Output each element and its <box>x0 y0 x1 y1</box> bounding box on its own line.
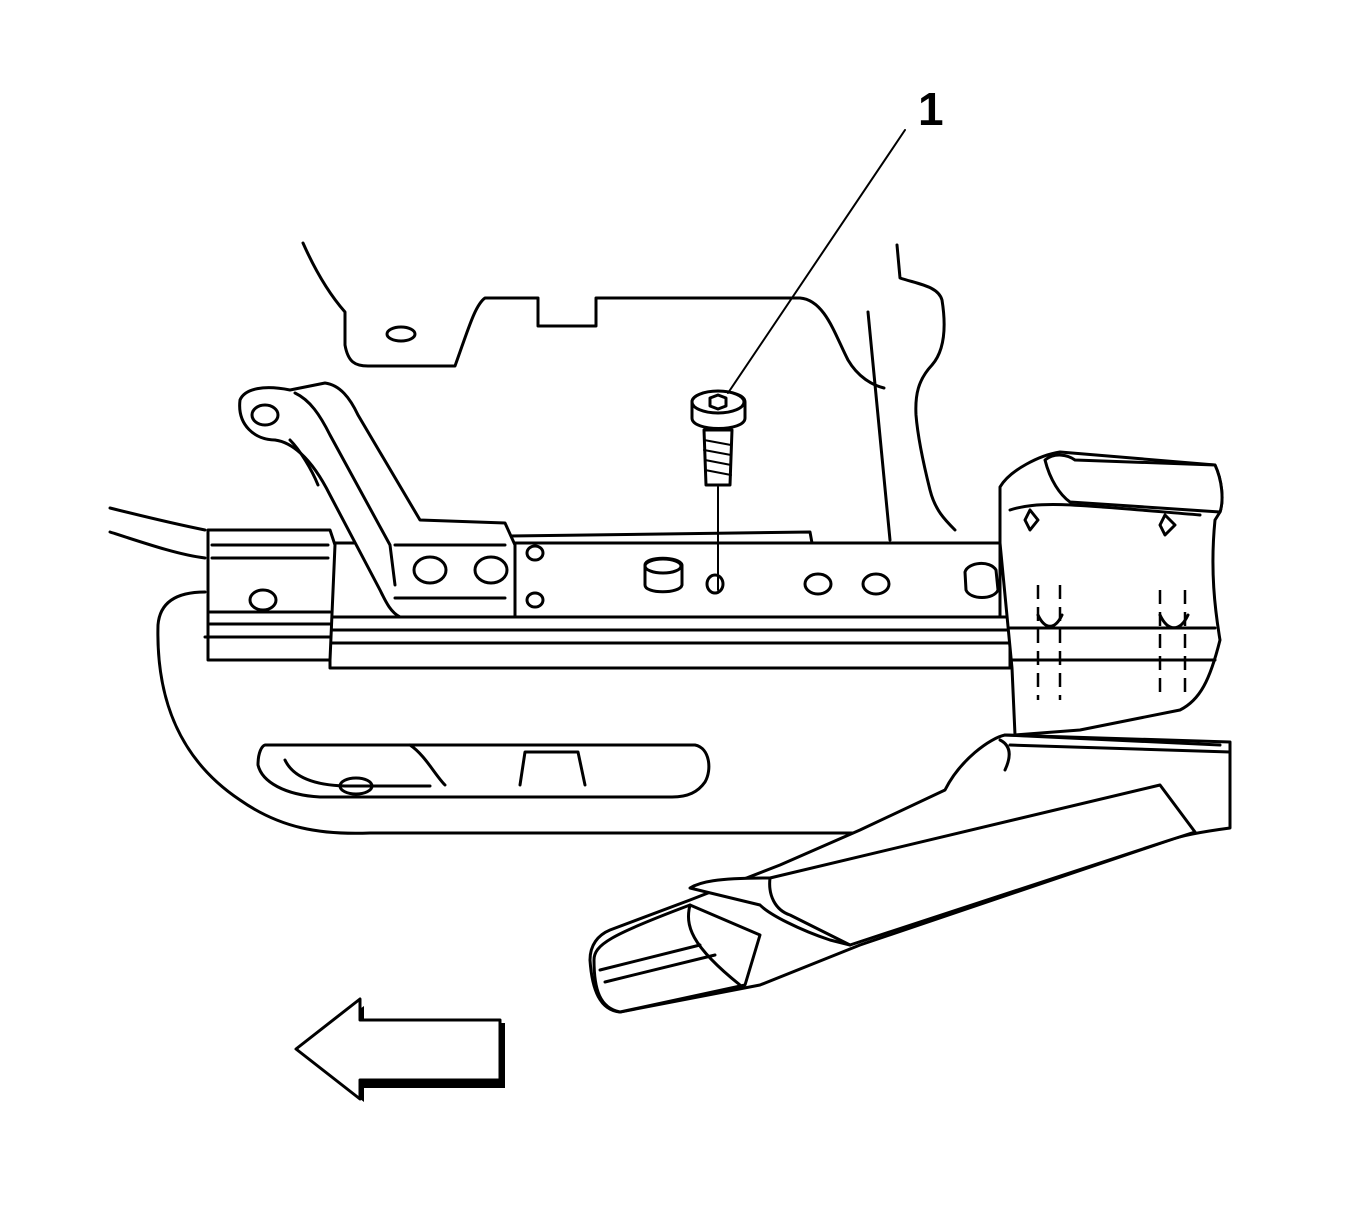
adjuster-handle <box>588 733 1232 1014</box>
rail-end-block <box>203 528 337 662</box>
callout-number: 1 <box>918 83 944 135</box>
cable <box>108 506 207 560</box>
callout-leader-line <box>727 129 906 394</box>
direction-arrow <box>294 997 505 1102</box>
upper-bracket <box>301 241 957 542</box>
recliner-bracket <box>238 381 517 619</box>
right-housing <box>998 450 1224 737</box>
bolt <box>690 389 747 591</box>
lower-base <box>156 590 862 835</box>
